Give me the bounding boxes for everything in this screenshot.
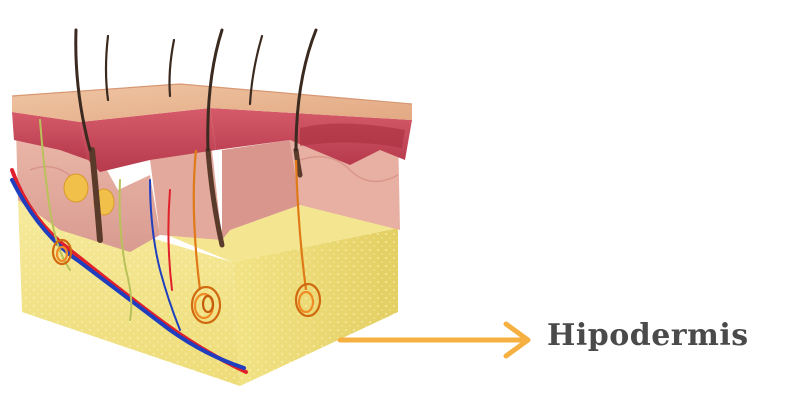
right-arrow-icon — [337, 321, 531, 359]
blood-vessels — [10, 168, 248, 374]
hypodermis-label: Hipodermis — [547, 318, 749, 353]
sweat-glands — [51, 149, 322, 325]
skin-cross-section-illustration — [10, 28, 413, 386]
hair-follicles — [89, 147, 303, 248]
stratum-corneum-layer — [11, 83, 413, 122]
epidermis-layer — [12, 108, 412, 172]
nerve-fibers — [39, 119, 133, 321]
hair-shafts — [74, 28, 318, 152]
